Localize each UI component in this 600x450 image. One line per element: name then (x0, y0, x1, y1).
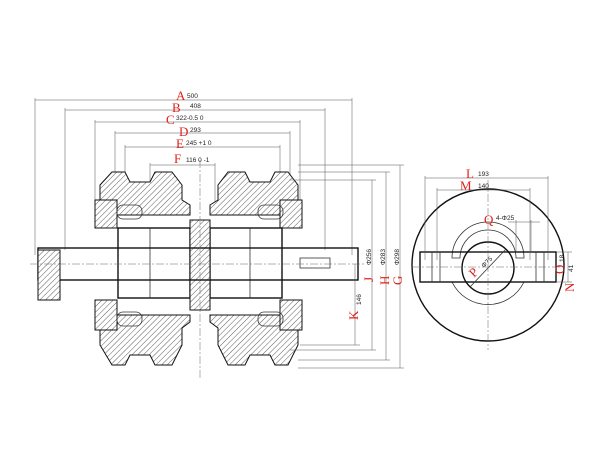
side-view: L 193 M 140 Q 4-Φ25 P Φ75 O 18 N 41 (411, 166, 577, 350)
dim-value-g: Φ298 (394, 249, 401, 265)
dim-value-c: 322-0.5 0 (176, 115, 204, 122)
roller-body (94, 171, 303, 366)
dim-value-n: 41 (568, 264, 575, 272)
dim-label-b: B (172, 100, 181, 115)
dim-label-n: N (562, 282, 577, 292)
dim-value-q: 4-Φ25 (496, 215, 515, 222)
dim-value-h: Φ283 (380, 249, 387, 265)
dim-label-o: O (552, 265, 567, 274)
dim-label-m: M (460, 178, 472, 193)
dim-value-e: 245 +1 0 (186, 140, 212, 147)
dim-value-p: Φ75 (480, 255, 494, 269)
dim-label-k: K (346, 310, 361, 320)
dim-value-m: 140 (478, 183, 489, 190)
dim-value-j: Φ256 (366, 249, 373, 265)
dim-label-q: Q (484, 212, 494, 227)
dim-value-b: 408 (190, 103, 201, 110)
dim-value-f: 116 0 -1 (186, 157, 210, 164)
dim-value-l: 193 (478, 171, 489, 178)
shaft (30, 160, 365, 380)
dim-label-c: C (166, 112, 175, 127)
dim-label-d: D (179, 124, 188, 139)
dim-label-e: E (176, 136, 184, 151)
dim-value-a: 500 (187, 93, 198, 100)
dim-label-h: H (377, 276, 392, 285)
vertical-dimension-lines (290, 164, 404, 369)
dim-value-o: 18 (559, 254, 566, 262)
dim-label-g: G (390, 276, 405, 285)
dim-label-f: F (174, 151, 181, 166)
dim-label-j: J (361, 277, 376, 282)
dim-label-a: A (176, 88, 186, 103)
dim-value-k: 146 (356, 294, 363, 305)
dim-value-d: 293 (190, 127, 201, 134)
dim-label-l: L (466, 166, 474, 181)
front-view: A 500 B 408 C 322-0.5 0 D 293 E 245 +1 0… (30, 88, 405, 380)
